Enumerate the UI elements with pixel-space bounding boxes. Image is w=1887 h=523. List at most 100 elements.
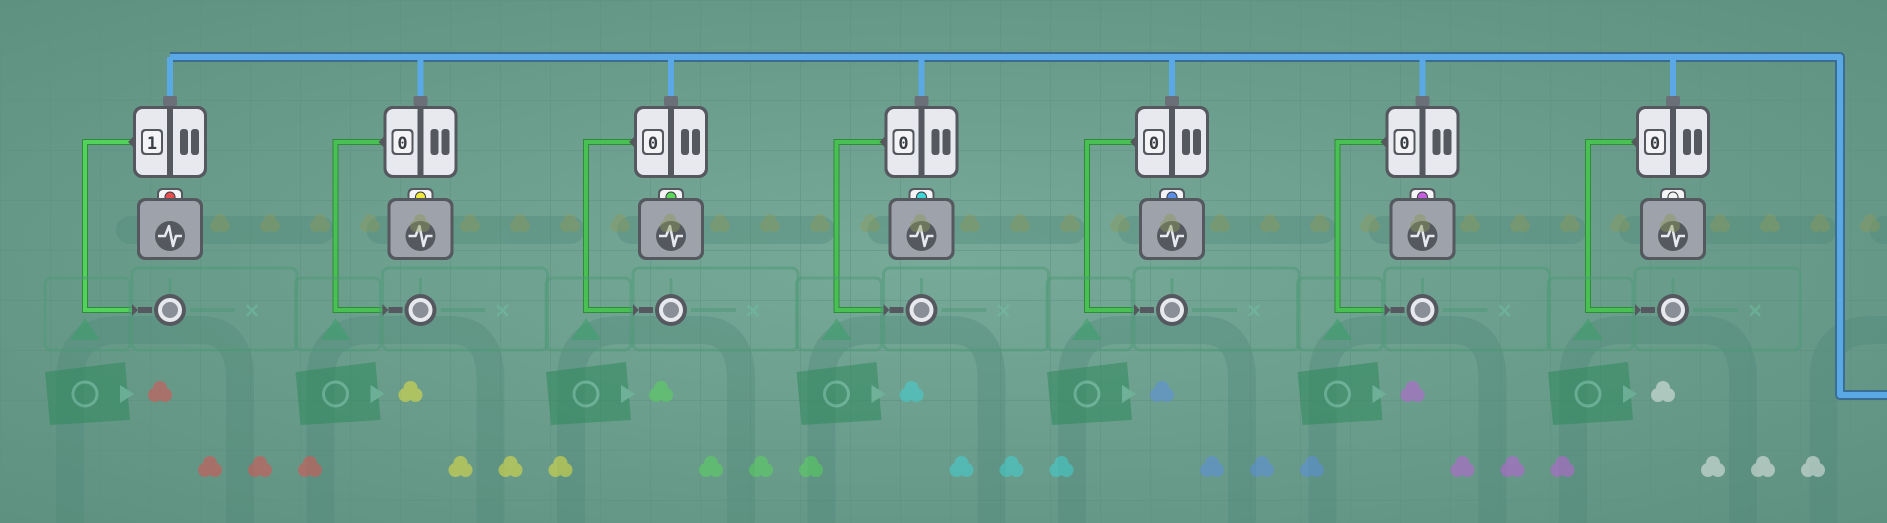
module-blue[interactable]: 0× <box>1045 57 1324 477</box>
signal-wire <box>584 140 635 312</box>
item-dot <box>964 214 976 226</box>
arrow-up <box>1573 318 1603 340</box>
x-mark: × <box>995 298 1012 322</box>
wire-connector <box>413 96 428 106</box>
counter-divider <box>1169 106 1175 178</box>
switch-input-arrow <box>132 304 138 316</box>
item-dot <box>1660 220 1672 232</box>
module-yellow[interactable]: 0× <box>294 57 573 477</box>
item-dot <box>1368 220 1380 232</box>
module-purple[interactable]: 0× <box>1296 57 1575 477</box>
item-dot <box>914 214 926 226</box>
item-dot <box>968 220 980 232</box>
item-dot <box>614 214 626 226</box>
wire-drop <box>668 57 674 102</box>
item-dot <box>1610 220 1622 232</box>
item-clovers <box>398 381 573 477</box>
item-dot <box>1054 456 1069 470</box>
item-dot <box>1760 220 1772 232</box>
pause-icon <box>441 129 450 155</box>
signal-wire <box>1586 140 1637 312</box>
counter-value: 0 <box>648 134 658 154</box>
item-dot <box>410 220 422 232</box>
module-red[interactable]: 1× <box>43 57 322 477</box>
belt-segment <box>1308 316 1507 523</box>
item-dot <box>1768 220 1780 232</box>
switch-core <box>162 302 178 318</box>
module-green[interactable]: 0× <box>544 57 823 477</box>
item-dot <box>260 220 272 232</box>
pulse-icon <box>909 224 934 248</box>
pause-icon <box>931 129 940 155</box>
item-dot <box>1668 220 1680 232</box>
item-dot <box>1418 220 1430 232</box>
item-dot <box>264 214 276 226</box>
wire-drop <box>417 57 424 102</box>
item-dot <box>1004 456 1019 470</box>
switch-core <box>1414 302 1431 318</box>
item-dot <box>1310 220 1322 232</box>
pusher-dot <box>1073 380 1101 408</box>
item-dot <box>1664 214 1676 226</box>
counter-divider <box>1670 106 1676 178</box>
pusher-block <box>546 362 631 425</box>
module-white[interactable]: 0× <box>1546 57 1825 477</box>
item-dot <box>1155 381 1169 395</box>
item-clovers <box>1150 381 1324 477</box>
switch-input-arrow <box>1134 304 1140 316</box>
switch-input-arrow <box>382 304 389 316</box>
item-dot <box>1806 456 1820 470</box>
pulse-icon <box>1410 224 1435 248</box>
signal-wire <box>834 140 886 312</box>
wire-connector <box>1666 96 1680 106</box>
pause-icon <box>1694 129 1702 155</box>
switch-connector <box>1641 307 1655 313</box>
item-dot <box>203 456 217 470</box>
item-dot <box>904 381 919 395</box>
x-mark: × <box>244 298 261 322</box>
frame <box>294 276 382 352</box>
item-dot <box>1460 220 1472 232</box>
item-dot <box>1860 220 1872 232</box>
item-dot <box>804 456 818 470</box>
item-dot <box>460 220 472 232</box>
item-dot <box>668 220 680 232</box>
belt-segment <box>306 316 505 523</box>
pusher-block <box>1548 362 1633 425</box>
counter-value: 0 <box>1399 134 1409 154</box>
item-dot <box>1455 456 1470 470</box>
belt-segment <box>1809 316 1887 523</box>
item-dot <box>153 381 167 395</box>
item-dot <box>1656 381 1670 395</box>
item-dot <box>1560 220 1572 232</box>
pusher-dot <box>1574 380 1602 408</box>
item-dot <box>1364 214 1376 226</box>
counter-value: 0 <box>1149 134 1159 154</box>
counter-divider <box>1419 106 1426 178</box>
counter-input-arrow <box>378 136 385 148</box>
signal-wire <box>1085 140 1136 312</box>
item-dot <box>1205 456 1219 470</box>
counter-display <box>143 131 161 153</box>
module-cyan[interactable]: 0× <box>795 57 1074 477</box>
item-dot <box>1360 220 1372 232</box>
item-dot <box>303 456 317 470</box>
item-dot <box>1510 220 1522 232</box>
item-dot <box>560 220 572 232</box>
switch-core <box>913 302 930 318</box>
item-clovers <box>649 381 823 477</box>
pusher-arrow <box>1623 385 1637 403</box>
item-dot <box>214 214 226 226</box>
counter-display <box>1646 131 1664 153</box>
arrow-up <box>320 318 351 340</box>
item-dot <box>1710 220 1722 232</box>
pause-icon <box>1193 129 1201 155</box>
item-dot <box>553 456 568 470</box>
item-dot <box>910 220 922 232</box>
item-dot <box>818 220 830 232</box>
counter-divider <box>417 106 424 178</box>
wire-connector <box>163 96 177 106</box>
item-dot <box>1618 220 1630 232</box>
arrow-up <box>571 318 601 340</box>
